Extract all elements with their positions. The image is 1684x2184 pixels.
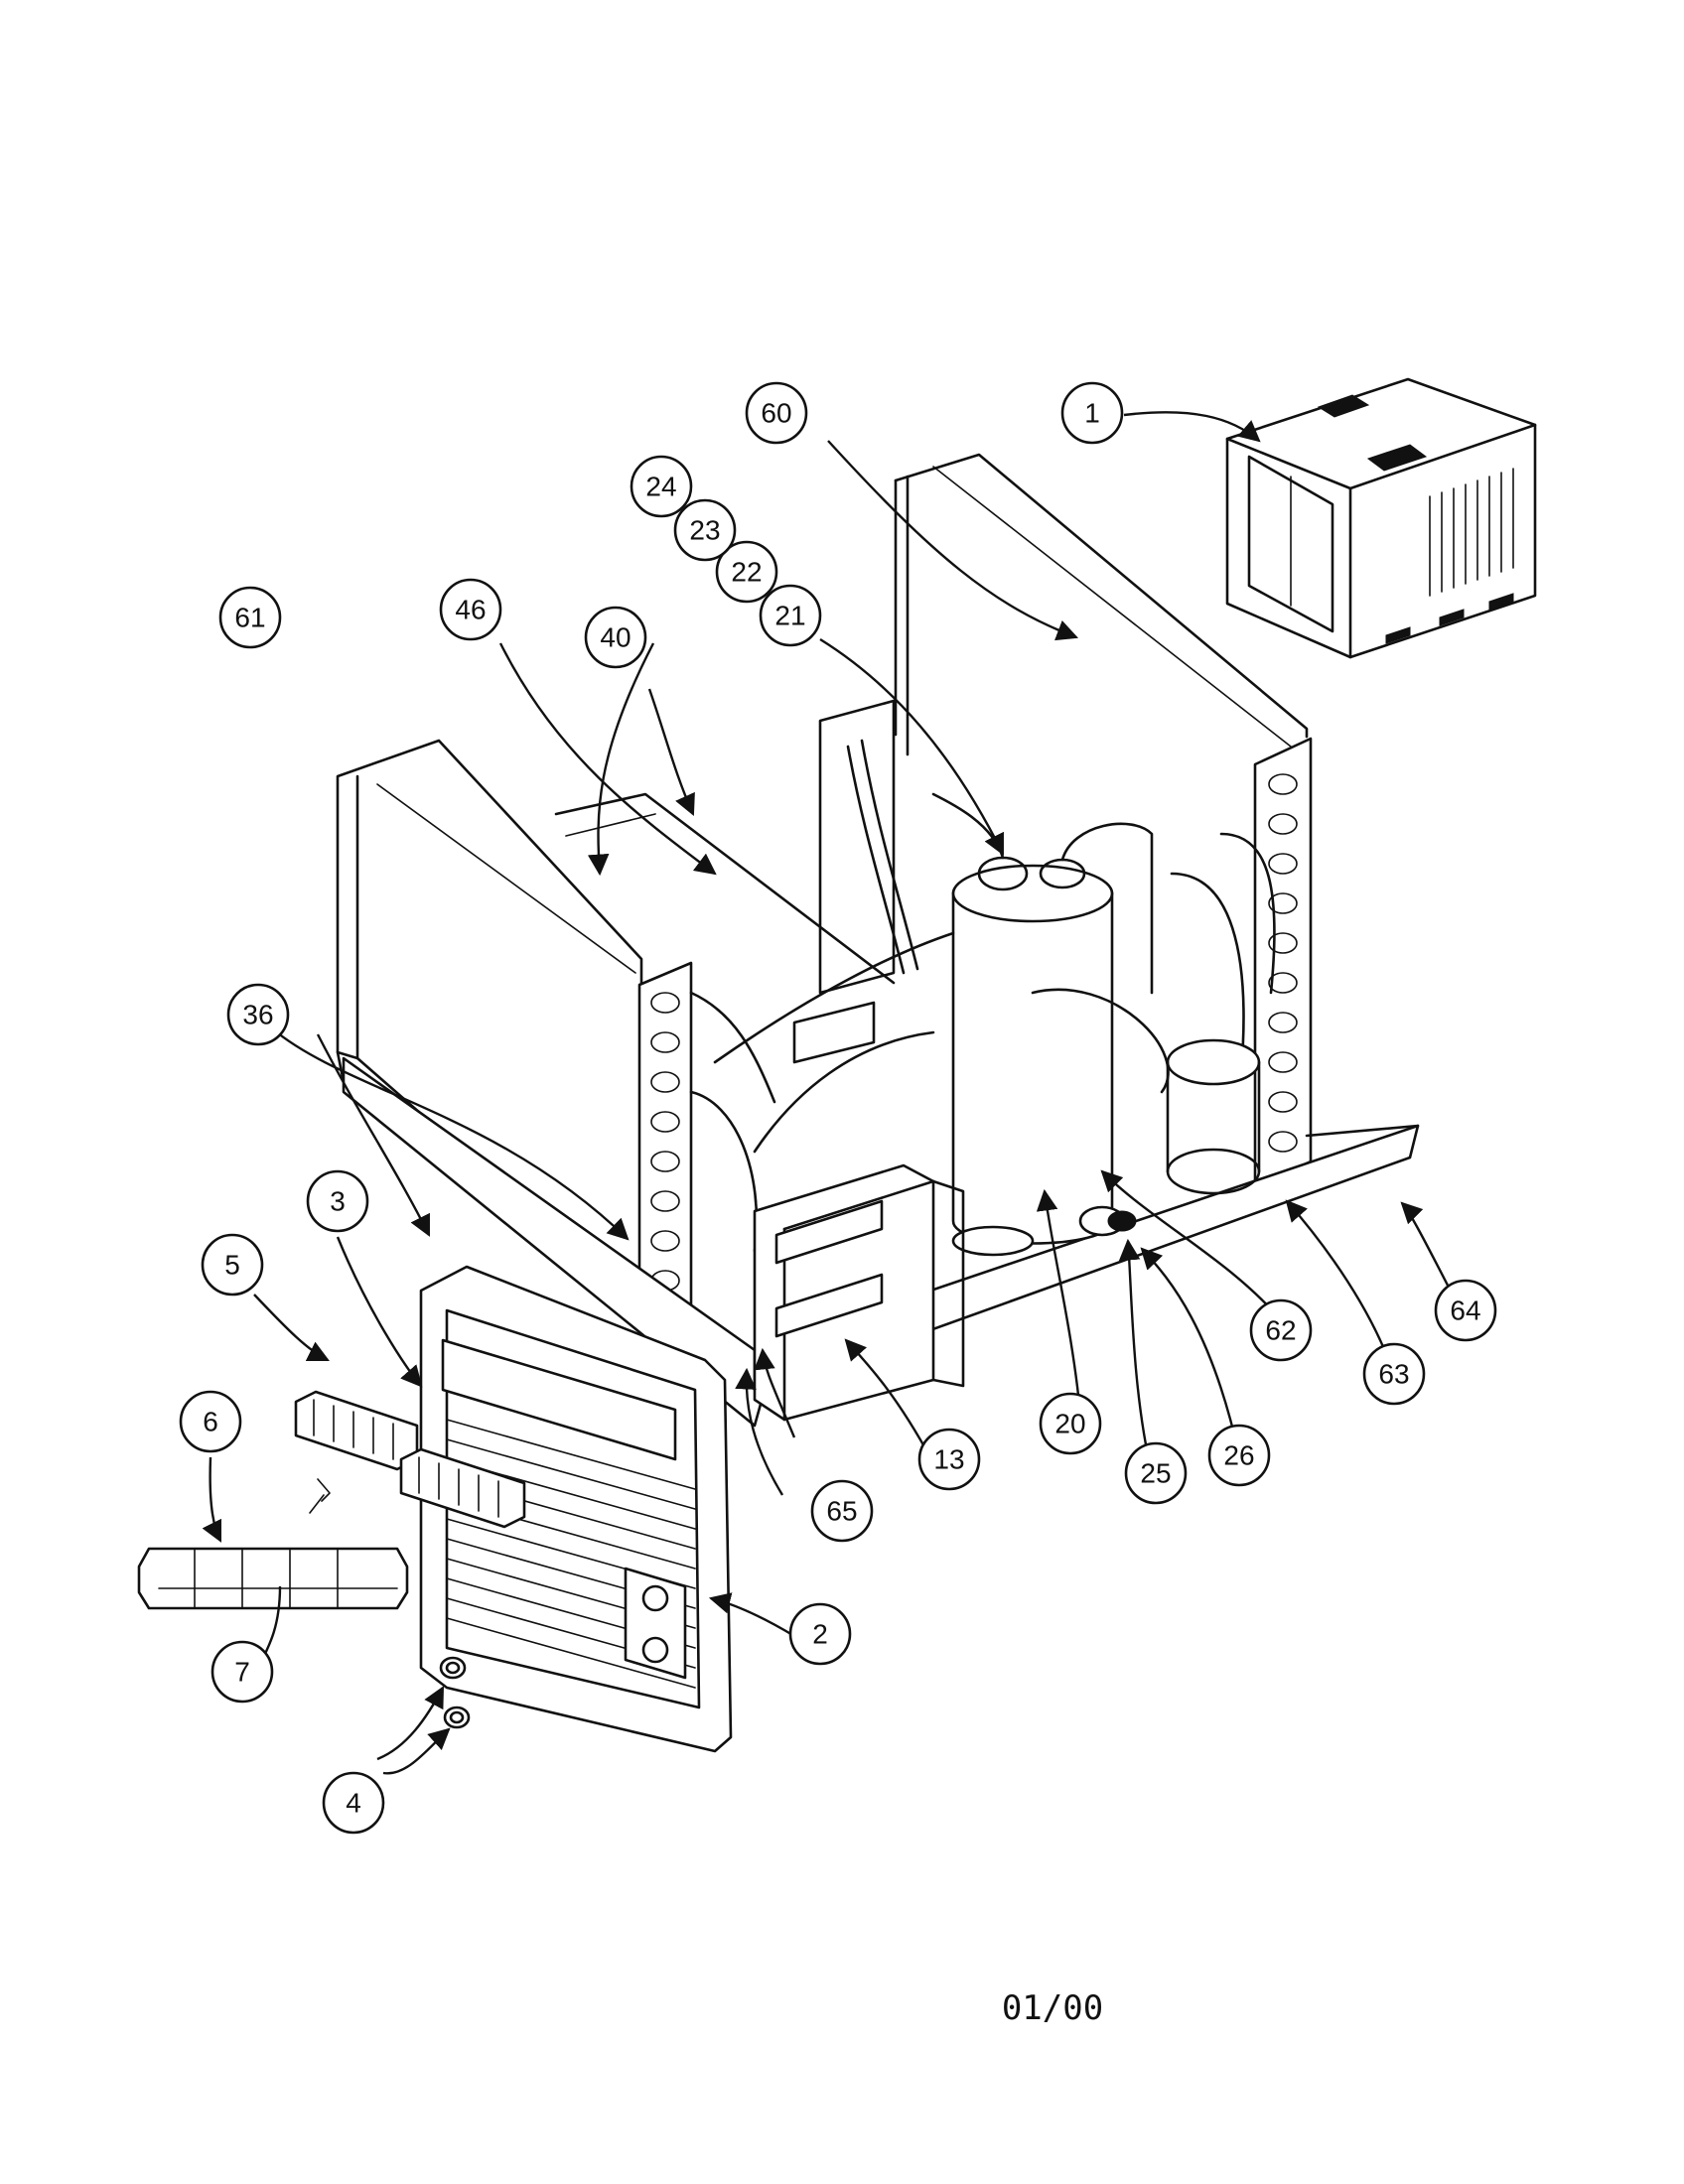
callout-number: 7 — [234, 1657, 250, 1688]
callout-circle — [1060, 381, 1124, 445]
callout-24: 24 — [630, 455, 693, 518]
cabinet-case — [1225, 377, 1537, 659]
callout-number: 4 — [346, 1788, 361, 1819]
callout-40: 40 — [584, 606, 647, 669]
compressor — [931, 792, 1154, 1257]
callout-number: 26 — [1223, 1440, 1254, 1471]
callout-23: 23 — [673, 498, 737, 562]
callout-circle — [759, 584, 822, 647]
callout-63: 63 — [1362, 1342, 1426, 1406]
callout-number: 65 — [826, 1496, 857, 1527]
callout-number: 25 — [1140, 1458, 1171, 1489]
revision-code: 01/00 — [1002, 1988, 1103, 2028]
callout-number: 64 — [1450, 1296, 1480, 1326]
leader-lines — [202, 411, 1460, 1775]
callout-circle — [1434, 1279, 1497, 1342]
callout-2: 2 — [788, 1602, 852, 1666]
callout-circle — [917, 1428, 981, 1491]
callout-circle — [1362, 1342, 1426, 1406]
louver-assembly — [294, 1390, 526, 1529]
callout-circle — [1207, 1424, 1271, 1487]
callout-3: 3 — [306, 1169, 369, 1233]
callout-number: 5 — [224, 1250, 240, 1281]
callout-circle — [745, 381, 808, 445]
control-box — [753, 1163, 965, 1422]
callout-1: 1 — [1060, 381, 1124, 445]
air-filter — [137, 1547, 409, 1610]
callout-number: 2 — [812, 1619, 828, 1650]
callout-number: 21 — [774, 601, 805, 631]
callout-number: 1 — [1084, 398, 1100, 429]
callout-20: 20 — [1039, 1392, 1102, 1455]
callout-number: 63 — [1378, 1359, 1409, 1390]
callout-22: 22 — [715, 540, 778, 604]
callout-6: 6 — [179, 1390, 242, 1453]
callout-65: 65 — [810, 1479, 874, 1543]
condenser-coil — [1253, 737, 1313, 1189]
callout-circle — [1124, 1441, 1188, 1505]
refrigerant-tubing — [713, 832, 1276, 1195]
callout-circle — [630, 455, 693, 518]
callout-circle — [715, 540, 778, 604]
callout-circle — [306, 1169, 369, 1233]
callout-labels: 1234567132021222324252636404660616263646… — [179, 381, 1497, 1835]
callout-26: 26 — [1207, 1424, 1271, 1487]
callout-circle — [322, 1771, 385, 1835]
callout-number: 61 — [234, 603, 265, 633]
callout-number: 36 — [242, 1000, 273, 1030]
callout-25: 25 — [1124, 1441, 1188, 1505]
callout-number: 60 — [761, 398, 791, 429]
fan-shroud — [554, 699, 919, 995]
callout-13: 13 — [917, 1428, 981, 1491]
callout-number: 62 — [1265, 1315, 1296, 1346]
callout-5: 5 — [201, 1233, 264, 1297]
callout-circle — [673, 498, 737, 562]
callout-number: 3 — [330, 1186, 346, 1217]
callout-circle — [1039, 1392, 1102, 1455]
callout-number: 40 — [600, 622, 631, 653]
callout-circle — [179, 1390, 242, 1453]
callout-60: 60 — [745, 381, 808, 445]
callout-number: 22 — [731, 557, 762, 588]
control-knobs — [439, 1656, 471, 1729]
callout-circle — [226, 983, 290, 1046]
callout-7: 7 — [210, 1640, 274, 1704]
callout-21: 21 — [759, 584, 822, 647]
callout-number: 23 — [689, 515, 720, 546]
callout-number: 46 — [455, 595, 486, 625]
callout-number: 6 — [203, 1407, 218, 1437]
front-grille — [419, 1265, 733, 1753]
callout-36: 36 — [226, 983, 290, 1046]
callout-circle — [439, 578, 502, 641]
callout-circle — [788, 1602, 852, 1666]
callout-number: 13 — [933, 1444, 964, 1475]
callout-number: 24 — [645, 472, 676, 502]
callout-circle — [810, 1479, 874, 1543]
callout-circle — [1249, 1298, 1313, 1362]
callout-4: 4 — [322, 1771, 385, 1835]
callout-62: 62 — [1249, 1298, 1313, 1362]
callout-61: 61 — [218, 586, 282, 649]
callout-circle — [210, 1640, 274, 1704]
callout-number: 20 — [1054, 1409, 1085, 1439]
callout-circle — [201, 1233, 264, 1297]
callout-circle — [584, 606, 647, 669]
callout-64: 64 — [1434, 1279, 1497, 1342]
callout-46: 46 — [439, 578, 502, 641]
callout-circle — [218, 586, 282, 649]
